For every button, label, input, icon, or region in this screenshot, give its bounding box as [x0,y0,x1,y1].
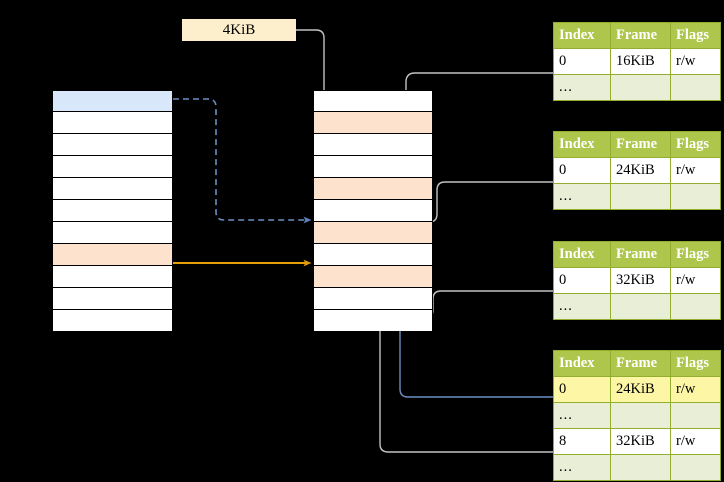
cell-index: 0 [553,48,611,75]
physical-memory-column [313,90,433,331]
physical-row-10[interactable] [314,310,432,331]
table-row-ellipsis[interactable]: ... [553,454,721,481]
column-header-index: Index [553,131,611,158]
column-header-index: Index [553,350,611,377]
physical-row-1[interactable] [314,112,432,134]
table-row[interactable]: 0 16KiB r/w [553,48,721,75]
physical-row-9[interactable] [314,288,432,310]
table-header-row: Index Frame Flags [553,241,721,268]
cell-index: 0 [553,267,611,294]
cell-index: 0 [553,157,611,184]
cell-index: ... [553,293,611,320]
cell-flags [670,402,721,429]
physical-row-3[interactable] [314,156,432,178]
table-row[interactable]: 0 32KiB r/w [553,267,721,294]
cell-flags: r/w [670,157,721,184]
virtual-row-6[interactable] [53,222,172,244]
table-header-row: Index Frame Flags [553,350,721,377]
cell-frame [610,183,671,210]
page-table-level-1: Index Frame Flags 0 16KiB r/w ... [553,22,721,101]
cell-frame: 24KiB [610,157,671,184]
virtual-row-3[interactable] [53,156,172,178]
virtual-row-7[interactable] [53,244,172,266]
cell-index: ... [553,183,611,210]
column-header-index: Index [553,22,611,49]
table-row[interactable]: 8 32KiB r/w [553,428,721,455]
virtual-row-1[interactable] [53,112,172,134]
cell-flags [670,454,721,481]
cell-frame [610,402,671,429]
cell-flags [670,183,721,210]
column-header-flags: Flags [670,22,721,49]
cell-frame [610,74,671,101]
physical-row-5[interactable] [314,200,432,222]
column-header-flags: Flags [670,131,721,158]
cell-flags: r/w [670,48,721,75]
virtual-row-8[interactable] [53,266,172,288]
cell-index: ... [553,454,611,481]
table-row[interactable]: 0 24KiB r/w [553,157,721,184]
page-table-level-3: Index Frame Flags 0 32KiB r/w ... [553,241,721,320]
page-table-level-2: Index Frame Flags 0 24KiB r/w ... [553,131,721,210]
cell-frame: 32KiB [610,428,671,455]
table-row-ellipsis[interactable]: ... [553,293,721,320]
column-header-flags: Flags [670,241,721,268]
physical-row-4[interactable] [314,178,432,200]
table-row-ellipsis[interactable]: ... [553,74,721,101]
virtual-row-9[interactable] [53,288,172,310]
cell-flags: r/w [670,428,721,455]
cell-frame [610,454,671,481]
table-row[interactable]: 0 24KiB r/w [553,376,721,403]
column-header-flags: Flags [670,350,721,377]
cell-index: ... [553,74,611,101]
table-row-ellipsis[interactable]: ... [553,183,721,210]
cell-frame: 16KiB [610,48,671,75]
cell-frame: 24KiB [610,376,671,403]
physical-row-8[interactable] [314,266,432,288]
physical-row-0[interactable] [314,91,432,112]
column-header-frame: Frame [610,241,671,268]
virtual-row-0[interactable] [53,91,172,112]
page-size-label: 4KiB [182,19,296,41]
table-header-row: Index Frame Flags [553,22,721,49]
virtual-address-column [52,90,173,331]
cell-flags [670,74,721,101]
table-header-row: Index Frame Flags [553,131,721,158]
virtual-row-5[interactable] [53,200,172,222]
cell-index: 0 [553,376,611,403]
column-header-frame: Frame [610,350,671,377]
physical-row-6[interactable] [314,222,432,244]
page-table-level-4: Index Frame Flags 0 24KiB r/w ... 8 32Ki… [553,350,721,481]
cell-flags [670,293,721,320]
cell-index: ... [553,402,611,429]
virtual-row-2[interactable] [53,134,172,156]
table-row-ellipsis[interactable]: ... [553,402,721,429]
physical-row-2[interactable] [314,134,432,156]
cell-frame: 32KiB [610,267,671,294]
virtual-row-4[interactable] [53,178,172,200]
cell-frame [610,293,671,320]
column-header-frame: Frame [610,22,671,49]
cell-flags: r/w [670,267,721,294]
column-header-frame: Frame [610,131,671,158]
virtual-row-10[interactable] [53,310,172,331]
physical-row-7[interactable] [314,244,432,266]
column-header-index: Index [553,241,611,268]
cell-flags: r/w [670,376,721,403]
cell-index: 8 [553,428,611,455]
